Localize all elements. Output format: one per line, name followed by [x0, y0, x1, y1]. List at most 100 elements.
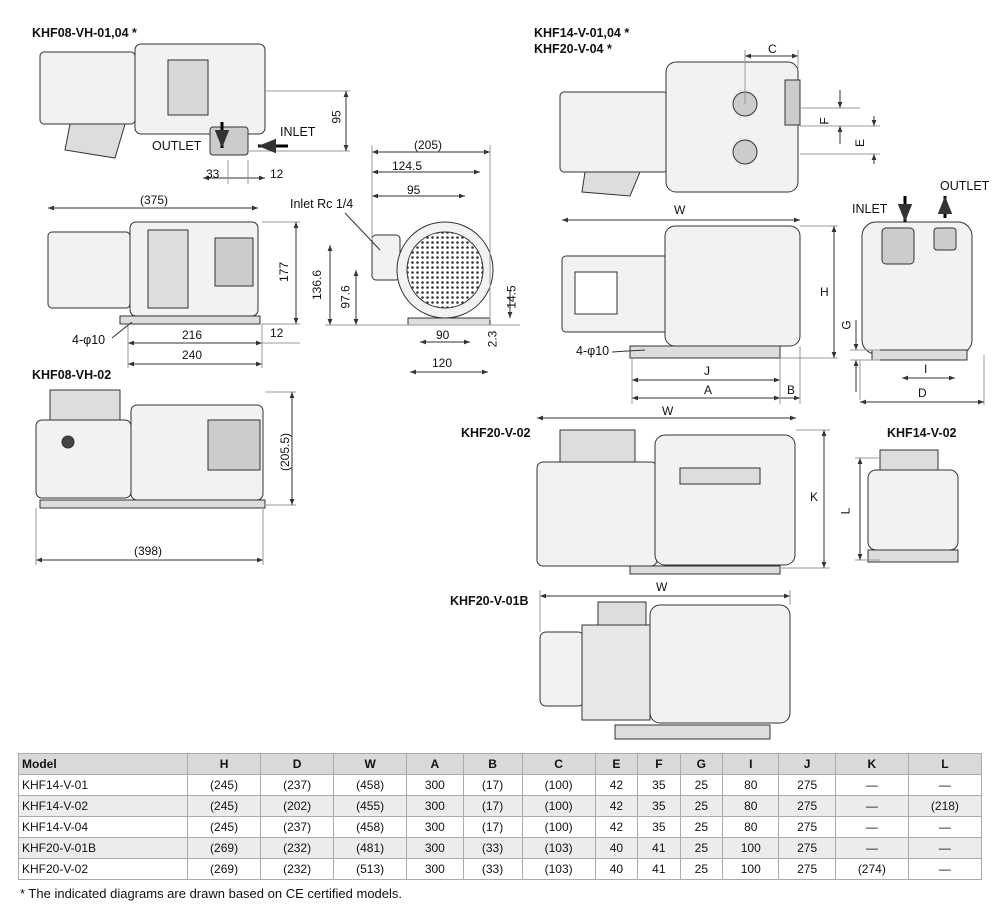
table-cell: (33) [462, 837, 523, 859]
table-cell: (103) [521, 858, 596, 880]
table-cell: 41 [637, 858, 681, 880]
table-cell: (245) [187, 795, 262, 817]
dim-136-6: 136.6 [310, 269, 325, 301]
column-header: E [594, 753, 639, 775]
column-header: K [834, 753, 909, 775]
title-khf20-v-01b: KHF20-V-01B [450, 594, 529, 608]
table-cell: — [834, 816, 909, 838]
dim-205-5: (205.5) [278, 432, 293, 472]
table-cell: (458) [333, 774, 408, 796]
column-header: W [333, 753, 408, 775]
table-cell: (481) [333, 837, 408, 859]
dim-G: G [839, 320, 854, 330]
table-cell: 25 [679, 816, 724, 838]
table-cell: (100) [521, 774, 596, 796]
dim-216: 216 [182, 328, 203, 342]
table-cell: — [907, 774, 983, 796]
table-cell: (237) [260, 774, 335, 796]
footnote: * The indicated diagrams are drawn based… [20, 886, 403, 901]
dim-F: F [817, 117, 832, 125]
pump-khf20-v-01b-view [539, 601, 791, 740]
table-cell: (17) [462, 795, 523, 817]
dim-95: 95 [329, 110, 344, 124]
title-khf20-v-04: KHF20-V-04 * [534, 42, 612, 56]
table-cell: 80 [722, 816, 780, 838]
dim-D: D [918, 386, 927, 400]
table-cell: — [907, 837, 983, 859]
column-header: A [406, 753, 464, 775]
table-cell: 25 [679, 774, 724, 796]
dim-95-end: 95 [407, 183, 421, 197]
holes-label-left: 4-φ10 [72, 333, 106, 347]
table-cell: (245) [187, 816, 262, 838]
table-cell: 35 [637, 774, 681, 796]
pump-khf14-v-02-end-view [867, 449, 959, 563]
table-cell: 100 [722, 837, 780, 859]
table-cell: 300 [406, 858, 464, 880]
inlet-label-right: INLET [852, 202, 888, 216]
table-cell: (245) [187, 774, 262, 796]
dim-H: H [820, 285, 829, 299]
table-cell: — [834, 774, 909, 796]
title-khf20-v-02: KHF20-V-02 [461, 426, 531, 440]
dim-A: A [704, 383, 713, 397]
table-cell: 300 [406, 795, 464, 817]
column-header: C [521, 753, 596, 775]
table-cell: (274) [834, 858, 909, 880]
dim-W-khf20-v-01b: W [656, 580, 668, 594]
pump-khf08-top-view [39, 43, 266, 159]
outlet-label: OUTLET [152, 139, 202, 153]
dim-97-6: 97.6 [338, 285, 353, 309]
table-cell: (202) [260, 795, 335, 817]
dim-33: 33 [206, 167, 220, 181]
pump-khf08-vh-02-view [35, 389, 266, 509]
table-cell: (103) [521, 837, 596, 859]
table-cell: (100) [521, 795, 596, 817]
column-header: D [260, 753, 335, 775]
pump-khf14-top-view [559, 61, 801, 197]
title-khf14-v-0104: KHF14-V-01,04 * [534, 26, 630, 40]
table-cell: 41 [637, 837, 681, 859]
table-cell: 300 [406, 837, 464, 859]
table-cell: — [907, 858, 983, 880]
table-cell: (218) [907, 795, 983, 817]
table-cell: (455) [333, 795, 408, 817]
title-khf08-vh-02: KHF08-VH-02 [32, 368, 112, 382]
table-cell: (17) [462, 774, 523, 796]
table-cell: (513) [333, 858, 408, 880]
table-cell: (100) [521, 816, 596, 838]
table-cell: 300 [406, 774, 464, 796]
dim-L: L [838, 507, 853, 515]
dim-124-5: 124.5 [392, 159, 423, 173]
table-cell: KHF20-V-01B [17, 837, 189, 859]
dim-B: B [787, 383, 796, 397]
table-cell: — [834, 795, 909, 817]
table-cell: 275 [778, 774, 836, 796]
dim-375: (375) [140, 193, 169, 207]
dim-12-bottom: 12 [270, 326, 284, 340]
table-cell: 42 [594, 795, 639, 817]
pump-khf14-end-view [861, 221, 973, 361]
pump-khf08-side-view [47, 221, 261, 325]
table-row: KHF20-V-01B(269)(232)(481)300(33)(103)40… [17, 837, 983, 859]
table-cell: (269) [187, 858, 262, 880]
dim-90: 90 [436, 328, 450, 342]
table-cell: 35 [637, 816, 681, 838]
table-cell: 275 [778, 795, 836, 817]
dim-W-side: W [674, 203, 686, 217]
table-cell: 35 [637, 795, 681, 817]
table-cell: (269) [187, 837, 262, 859]
column-header: L [907, 753, 983, 775]
dim-J: J [704, 364, 710, 378]
inlet-label: INLET [280, 125, 316, 139]
title-khf08-vh-0104: KHF08-VH-01,04 * [32, 26, 137, 40]
table-cell: 100 [722, 858, 780, 880]
column-header: H [187, 753, 262, 775]
dim-K: K [810, 490, 819, 504]
